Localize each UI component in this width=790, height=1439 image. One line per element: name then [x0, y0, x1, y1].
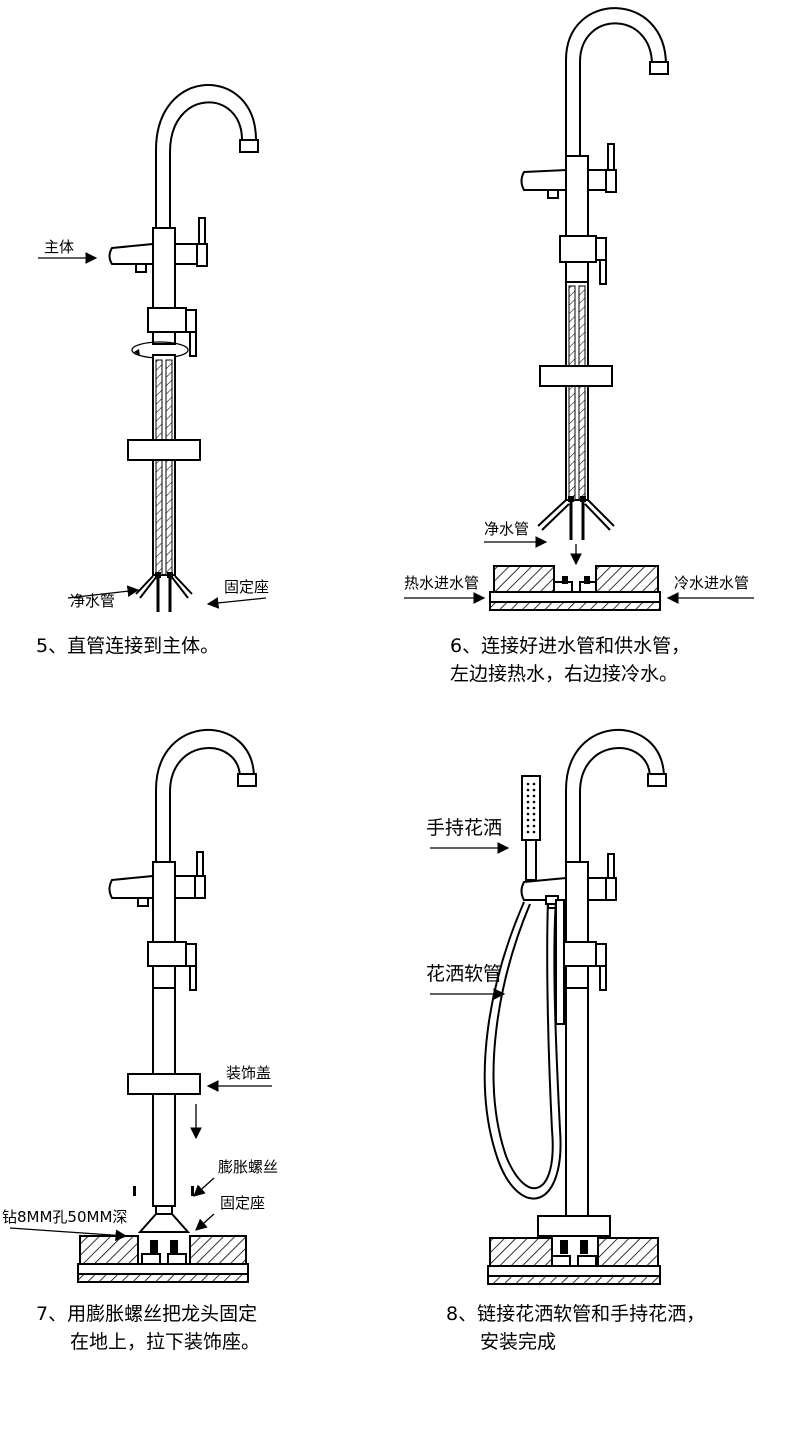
step7-panel: 装饰盖 膨胀螺丝 固定座 钻8MM孔50MM深 7、用膨胀螺丝把龙头固定 在地上…	[2, 729, 278, 1353]
step5-main-body	[152, 227, 176, 309]
step7-main-body	[152, 861, 176, 943]
step8-panel: 手持花洒 花洒软管 8、链接花洒软管和手持花洒， 安装完成	[426, 729, 705, 1353]
step8-label-handheld: 手持花洒	[426, 817, 502, 839]
step8-label-hose: 花洒软管	[426, 963, 502, 985]
step8-main-body	[565, 861, 589, 943]
step6-body-handle-left	[520, 168, 567, 191]
step6-floor	[489, 565, 661, 611]
step7-arrow-drill	[9, 1227, 128, 1242]
step8-handheld-shower	[521, 775, 541, 881]
step5-arrow-base	[206, 597, 267, 609]
step6-label-cold: 冷水进水管	[674, 574, 749, 592]
step8-caption-line1: 8、链接花洒软管和手持花洒，	[446, 1303, 705, 1325]
step5-escutcheon	[127, 439, 201, 461]
step7-arrow-base	[195, 1213, 215, 1231]
step8-shower-hose	[483, 899, 562, 1200]
step5-caption: 5、直管连接到主体。	[36, 635, 219, 657]
step7-label-drill: 钻8MM孔50MM深	[2, 1208, 127, 1226]
step7-label-base: 固定座	[220, 1194, 265, 1212]
step7-caption-line1: 7、用膨胀螺丝把龙头固定	[36, 1303, 257, 1325]
step6-caption-line1: 6、连接好进水管和供水管，	[450, 635, 690, 657]
step8-floor	[487, 1237, 661, 1285]
step8-spout	[565, 729, 665, 862]
step5-arrow-hose	[67, 585, 140, 599]
step7-arrow-bolt	[193, 1177, 215, 1197]
step6-panel: 净水管 热水进水管 冷水进水管 6、连接好进水管和供水管， 左边接热水，右边接冷…	[404, 7, 754, 685]
step5-divert-valve	[147, 307, 187, 333]
step8-base-cover	[537, 1215, 611, 1237]
step6-caption-line2: 左边接热水，右边接冷水。	[450, 663, 678, 685]
step5-spout	[155, 83, 257, 230]
step7-fixed-base	[137, 1213, 191, 1233]
step5-panel: 主体 净水管 固定座 5、直管连接到主体。	[36, 83, 269, 657]
step7-pipe	[152, 987, 176, 1207]
step7-body-handle-left	[108, 874, 154, 899]
step6-main-body	[565, 155, 589, 237]
step8-caption-line2: 安装完成	[480, 1331, 556, 1353]
step5-fixed-base	[139, 575, 189, 599]
step6-divert-valve	[559, 235, 597, 263]
step8-pipe	[565, 987, 589, 1217]
step5-label-base: 固定座	[224, 578, 269, 596]
step7-divert-valve	[147, 941, 187, 967]
step7-label-bolt: 膨胀螺丝	[218, 1158, 278, 1176]
step7-label-cover: 装饰盖	[226, 1064, 271, 1082]
step7-spout	[155, 729, 255, 862]
step6-label-hot: 热水进水管	[404, 574, 479, 592]
step8-divert-valve	[559, 941, 597, 967]
step7-decorative-cover	[127, 1073, 201, 1095]
step6-label-hose: 净水管	[484, 520, 529, 538]
step5-body-handle-left	[108, 242, 154, 265]
step6-escutcheon	[539, 365, 613, 387]
step7-caption-line2: 在地上，拉下装饰座。	[70, 1331, 260, 1353]
step6-spout	[565, 7, 667, 156]
step5-label-body: 主体	[44, 238, 74, 256]
step7-floor	[77, 1235, 249, 1283]
